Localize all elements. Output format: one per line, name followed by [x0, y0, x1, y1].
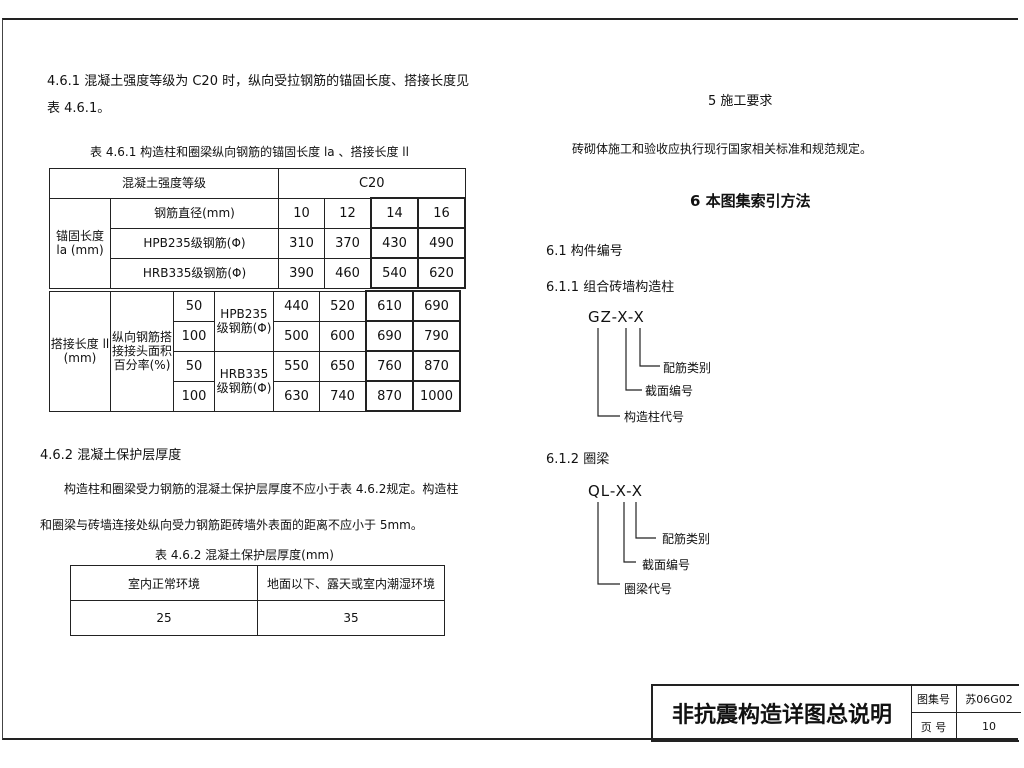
value-cell: 760 [365, 350, 414, 382]
group-hpb235: HPB235 级钢筋(Φ) [214, 290, 274, 352]
section-5-heading: 5 施工要求 [708, 94, 773, 109]
table-461-lap: 搭接长度 ll (mm) 纵向钢筋搭接接头面积百分率(%) 50 HPB235 … [49, 290, 461, 412]
diameter-cell: 16 [417, 197, 466, 229]
ql-leader-lines [597, 502, 656, 585]
value-cell: 740 [319, 380, 367, 412]
gz-leader-lines [597, 328, 660, 417]
env-normal-value: 25 [70, 600, 258, 636]
anchor-length-label: 锚固长度 la (mm) [49, 197, 111, 289]
paragraph-462-line1: 构造柱和圈梁受力钢筋的混凝土保护层厚度不应小于表 4.6.2规定。构造柱 [64, 482, 459, 496]
group-hrb335: HRB335 级钢筋(Φ) [214, 350, 274, 412]
gz-label-column-code: 构造柱代号 [624, 410, 685, 424]
value-cell: 630 [273, 380, 320, 412]
lap-ratio-label: 纵向钢筋搭接接头面积百分率(%) [110, 290, 174, 412]
header-c20: C20 [278, 168, 466, 198]
value-cell: 600 [319, 320, 367, 352]
section-5-text: 砖砌体施工和验收应执行现行国家相关标准和规范规定。 [572, 142, 873, 156]
value-cell: 440 [273, 290, 320, 322]
pct-cell: 100 [173, 380, 215, 412]
env-humid-value: 35 [257, 600, 445, 636]
paragraph-461-line1: 4.6.1 混凝土强度等级为 C20 时，纵向受拉钢筋的锚固长度、搭接长度见 [47, 74, 470, 89]
gz-label-section-no: 截面编号 [645, 384, 694, 398]
lap-length-label: 搭接长度 ll (mm) [49, 290, 111, 412]
table-462: 室内正常环境 地面以下、露天或室内潮湿环境 25 35 [70, 565, 445, 636]
value-cell: 650 [319, 350, 367, 382]
title-block: 非抗震构造详图总说明 图集号 苏06G02 页 号 10 [651, 684, 1021, 742]
ql-label-section-no: 截面编号 [642, 558, 691, 572]
gz-code: GZ-X-X [588, 308, 645, 326]
table-462-caption: 表 4.6.2 混凝土保护层厚度(mm) [155, 548, 334, 562]
env-humid-header: 地面以下、露天或室内潮湿环境 [257, 565, 445, 601]
value-cell: 610 [365, 290, 414, 322]
value-cell: 430 [370, 227, 419, 259]
value-cell: 1000 [412, 380, 461, 412]
table-461: 混凝土强度等级 C20 锚固长度 la (mm) 钢筋直径(mm) 10 12 … [49, 168, 466, 289]
header-bar-diameter: 钢筋直径(mm) [110, 197, 279, 229]
value-cell: 540 [370, 257, 419, 289]
value-cell: 690 [365, 320, 414, 352]
ql-label-rebar-class: 配筋类别 [662, 532, 711, 546]
value-cell: 870 [365, 380, 414, 412]
value-cell: 490 [417, 227, 466, 259]
pct-cell: 50 [173, 290, 215, 322]
paragraph-461-line2: 表 4.6.1。 [47, 101, 111, 116]
section-6-heading: 6 本图集索引方法 [690, 192, 811, 210]
page-number-label: 页 号 [911, 713, 957, 740]
value-cell: 370 [324, 227, 372, 259]
value-cell: 550 [273, 350, 320, 382]
env-normal-header: 室内正常环境 [70, 565, 258, 601]
paragraph-462-line2: 和圈梁与砖墙连接处纵向受力钢筋距砖墙外表面的距离不应小于 5mm。 [40, 518, 423, 532]
value-cell: 620 [417, 257, 466, 289]
value-cell: 500 [273, 320, 320, 352]
pct-cell: 100 [173, 320, 215, 352]
table-461-caption: 表 4.6.1 构造柱和圈梁纵向钢筋的锚固长度 la 、搭接长度 ll [90, 145, 409, 159]
diameter-cell: 14 [370, 197, 419, 229]
value-cell: 460 [324, 257, 372, 289]
value-cell: 690 [412, 290, 461, 322]
section-612: 6.1.2 圈梁 [546, 452, 610, 467]
bar-type-hrb335: HRB335级钢筋(Φ) [110, 257, 279, 289]
value-cell: 790 [412, 320, 461, 352]
atlas-number-value: 苏06G02 [957, 686, 1021, 713]
diameter-cell: 12 [324, 197, 372, 229]
ql-code: QL-X-X [588, 482, 644, 500]
pct-cell: 50 [173, 350, 215, 382]
value-cell: 390 [278, 257, 325, 289]
sheet-border [2, 18, 1018, 740]
section-611: 6.1.1 组合砖墙构造柱 [546, 280, 675, 295]
diameter-cell: 10 [278, 197, 325, 229]
ql-label-beam-code: 圈梁代号 [624, 582, 673, 596]
section-61: 6.1 构件编号 [546, 244, 623, 259]
drawing-title: 非抗震构造详图总说明 [653, 686, 912, 740]
atlas-number-label: 图集号 [911, 686, 957, 713]
value-cell: 870 [412, 350, 461, 382]
page-number-value: 10 [982, 720, 996, 733]
heading-462: 4.6.2 混凝土保护层厚度 [40, 448, 182, 463]
header-concrete-grade: 混凝土强度等级 [49, 168, 279, 199]
value-cell: 310 [278, 227, 325, 259]
gz-label-rebar-class: 配筋类别 [663, 361, 712, 375]
value-cell: 520 [319, 290, 367, 322]
bar-type-hpb235: HPB235级钢筋(Φ) [110, 227, 279, 259]
